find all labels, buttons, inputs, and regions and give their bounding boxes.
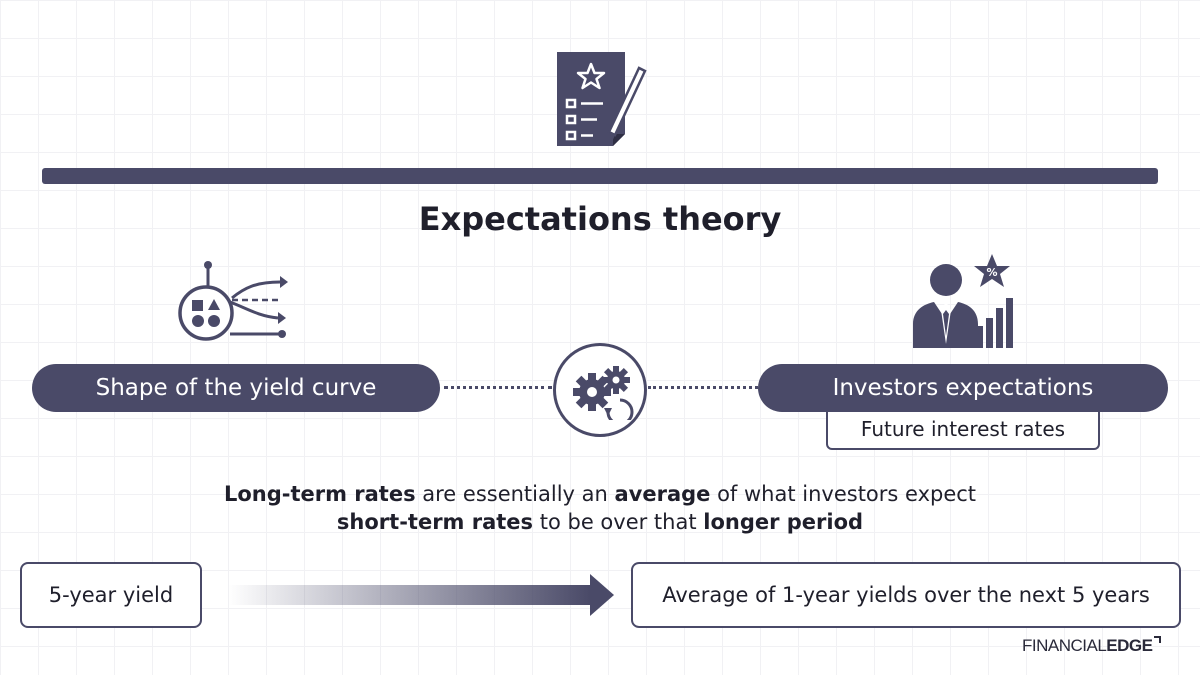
svg-text:%: % (986, 266, 997, 279)
five-year-yield-box: 5-year yield (20, 562, 202, 628)
gears-icon (568, 360, 634, 420)
statement-bold: Long-term rates (223, 482, 416, 506)
investors-expectations-pill: Investors expectations (758, 364, 1168, 412)
statement-bold: short-term rates (336, 510, 534, 534)
diagram-title: Expectations theory (418, 200, 782, 238)
average-one-year-yields-box: Average of 1-year yields over the next 5… (631, 562, 1181, 628)
yield-curve-pill: Shape of the yield curve (32, 364, 440, 412)
statement-bold: average (614, 482, 711, 506)
gears-circle (553, 343, 647, 437)
statement-text: of what investors expect (710, 482, 977, 506)
statement-text: to be over that (533, 510, 704, 534)
dotted-connector-right (648, 386, 758, 389)
investor-percent-star-chart-icon: % (910, 250, 1020, 350)
document-star-pen-icon (553, 50, 647, 150)
statement-line-1: Long-term rates are essentially an avera… (0, 482, 1200, 506)
statement-line-2: short-term rates to be over that longer … (0, 510, 1200, 534)
future-interest-rates-box: Future interest rates (826, 410, 1100, 450)
gradient-arrow-icon (228, 574, 616, 616)
dotted-connector-left (444, 386, 552, 389)
statement-text: are essentially an (415, 482, 615, 506)
shapes-branch-arrows-icon (172, 258, 292, 348)
logo-part-financial: FINANCIAL (1022, 636, 1107, 655)
logo-part-edge: EDGE (1106, 636, 1153, 655)
logo-corner-icon (1154, 636, 1162, 643)
financial-edge-logo: FINANCIALEDGE (1022, 636, 1162, 656)
statement-bold: longer period (703, 510, 864, 534)
top-divider-bar (42, 168, 1158, 184)
